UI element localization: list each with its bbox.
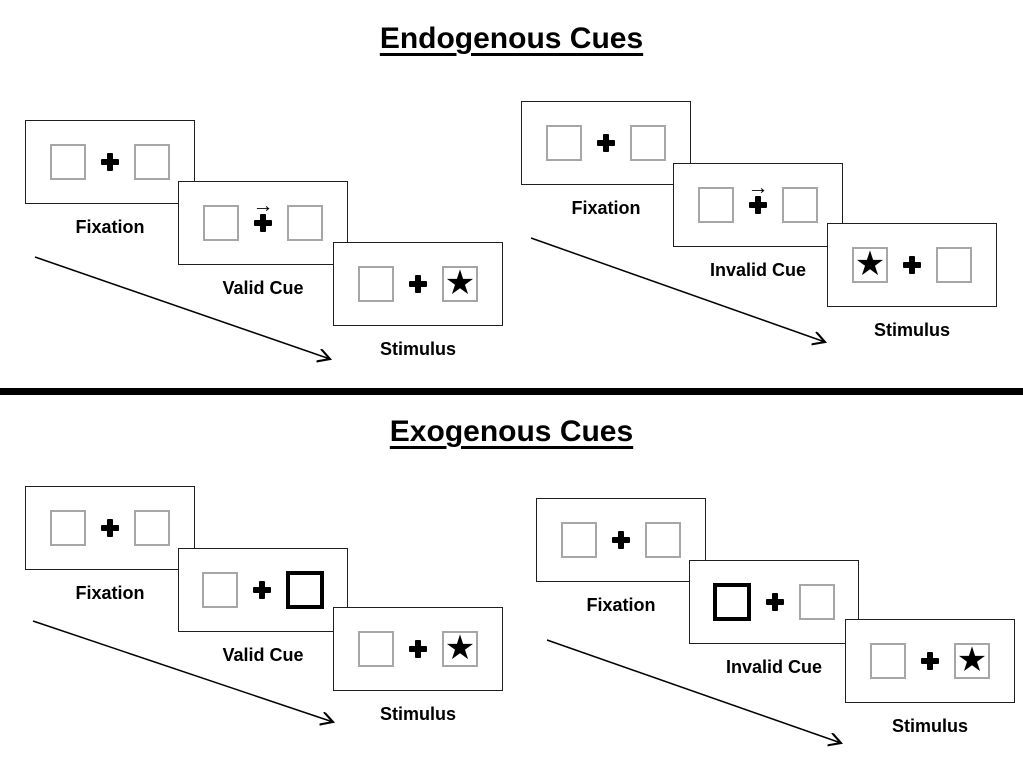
exogenous-valid-cue-panel — [178, 548, 348, 632]
invalid-cue-label: Invalid Cue — [725, 657, 823, 677]
right-arrow-icon: → — [747, 176, 769, 199]
exogenous-title: Exogenous Cues — [389, 415, 634, 448]
star-icon: ★ — [444, 629, 476, 667]
placeholder-box-right — [134, 144, 170, 180]
placeholder-box-right — [645, 522, 681, 558]
exogenous-invalid-fixation-panel — [536, 498, 706, 582]
invalid-cue-label: Invalid Cue — [709, 260, 807, 280]
cue-center: → — [253, 195, 274, 232]
endogenous-valid-fixation-panel — [25, 120, 195, 204]
fixation-label: Fixation — [571, 198, 641, 218]
stimulus-label: Stimulus — [891, 716, 968, 736]
placeholder-box-right — [782, 187, 818, 223]
fixation-cross-icon — [409, 275, 427, 293]
fixation-cross-icon — [921, 652, 939, 670]
fixation-cross-icon — [612, 531, 630, 549]
fixation-cross-icon — [409, 640, 427, 658]
fixation-cross-icon — [253, 581, 271, 599]
fixation-cross-icon — [766, 593, 784, 611]
placeholder-box-right — [134, 510, 170, 546]
fixation-cross-icon — [749, 196, 767, 214]
endogenous-title: Endogenous Cues — [379, 22, 644, 55]
endogenous-valid-stimulus-panel: ★ — [333, 242, 503, 326]
star-box-right: ★ — [954, 643, 990, 679]
placeholder-box-left — [698, 187, 734, 223]
right-arrow-icon: → — [252, 194, 274, 217]
cue-center: → — [748, 177, 769, 214]
valid-cue-label: Valid Cue — [222, 278, 304, 298]
valid-cue-label: Valid Cue — [222, 645, 304, 665]
placeholder-box-right — [799, 584, 835, 620]
placeholder-box-left — [561, 522, 597, 558]
placeholder-box-left — [203, 205, 239, 241]
exogenous-valid-stimulus-panel: ★ — [333, 607, 503, 691]
fixation-cross-icon — [101, 153, 119, 171]
placeholder-box-left — [50, 144, 86, 180]
placeholder-box-right — [630, 125, 666, 161]
stimulus-label: Stimulus — [379, 704, 456, 724]
star-icon: ★ — [956, 641, 988, 679]
placeholder-box-right — [287, 205, 323, 241]
placeholder-box-left — [358, 266, 394, 302]
endogenous-invalid-cue-panel: → — [673, 163, 843, 247]
section-divider — [0, 388, 1023, 395]
fixation-cross-icon — [903, 256, 921, 274]
highlighted-cue-box-right — [286, 571, 324, 609]
stimulus-label: Stimulus — [379, 339, 456, 359]
exogenous-valid-fixation-panel — [25, 486, 195, 570]
timeline-arrow-icon — [32, 620, 333, 722]
timeline-arrow-icon — [34, 256, 330, 359]
star-box-right: ★ — [442, 631, 478, 667]
star-icon: ★ — [854, 245, 886, 283]
exogenous-invalid-cue-panel — [689, 560, 859, 644]
fixation-label: Fixation — [75, 217, 145, 237]
placeholder-box-left — [358, 631, 394, 667]
highlighted-cue-box-left — [713, 583, 751, 621]
timeline-arrow-icon — [546, 639, 841, 743]
placeholder-box-left — [50, 510, 86, 546]
star-icon: ★ — [444, 264, 476, 302]
placeholder-box-left — [202, 572, 238, 608]
star-box-left: ★ — [852, 247, 888, 283]
fixation-cross-icon — [254, 214, 272, 232]
placeholder-box-left — [870, 643, 906, 679]
placeholder-box-right — [936, 247, 972, 283]
placeholder-box-left — [546, 125, 582, 161]
fixation-cross-icon — [101, 519, 119, 537]
endogenous-valid-cue-panel: → — [178, 181, 348, 265]
endogenous-invalid-fixation-panel — [521, 101, 691, 185]
fixation-label: Fixation — [75, 583, 145, 603]
fixation-cross-icon — [597, 134, 615, 152]
timeline-arrow-icon — [530, 237, 825, 342]
fixation-label: Fixation — [586, 595, 656, 615]
endogenous-invalid-stimulus-panel: ★ — [827, 223, 997, 307]
star-box-right: ★ — [442, 266, 478, 302]
stimulus-label: Stimulus — [873, 320, 950, 340]
exogenous-invalid-stimulus-panel: ★ — [845, 619, 1015, 703]
